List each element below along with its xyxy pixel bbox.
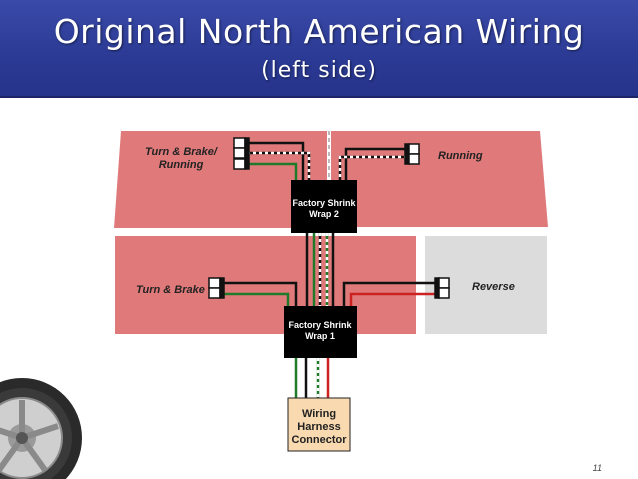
slide-subtitle: (left side)	[261, 58, 377, 83]
factory-shrink-wrap-2-box	[291, 180, 357, 233]
wires-upper-right	[338, 147, 407, 180]
harness-connector-line2: Harness	[297, 421, 340, 433]
factory-shrink-wrap-1-box	[284, 306, 357, 358]
label-turn-brake-running-line1: Turn & Brake/	[145, 146, 219, 158]
upper-left-taillight-panel	[114, 131, 327, 228]
wires-lower-left	[222, 281, 298, 306]
socket-turn-brake-running	[233, 137, 250, 170]
wiring-harness-connector-box	[287, 397, 351, 452]
socket-turn-brake	[208, 277, 225, 299]
page-number: 11	[592, 463, 602, 473]
factory-shrink-wrap-2-line2: Wrap 2	[309, 209, 339, 219]
slide-title: Original North American Wiring	[53, 12, 585, 51]
harness-connector-line3: Connector	[292, 434, 348, 446]
wheel-icon	[0, 378, 82, 479]
label-turn-brake: Turn & Brake	[136, 284, 205, 296]
label-reverse: Reverse	[472, 281, 515, 293]
harness-connector-line1: Wiring	[302, 408, 336, 420]
socket-running	[404, 143, 420, 165]
label-turn-brake-running-line2: Running	[159, 159, 204, 171]
slide-header: Original North American Wiring (left sid…	[0, 0, 638, 98]
factory-shrink-wrap-1-line2: Wrap 1	[305, 331, 335, 341]
factory-shrink-wrap-1-line1: Factory Shrink	[288, 320, 352, 330]
wires-upper-left	[247, 141, 311, 180]
wires-to-harness	[294, 358, 330, 398]
wires-lower-right	[342, 281, 437, 306]
socket-reverse	[434, 277, 450, 299]
wires-trunk-upper	[305, 233, 335, 306]
factory-shrink-wrap-2-line1: Factory Shrink	[292, 198, 356, 208]
label-running: Running	[438, 150, 483, 162]
upper-right-taillight-panel	[331, 131, 548, 227]
